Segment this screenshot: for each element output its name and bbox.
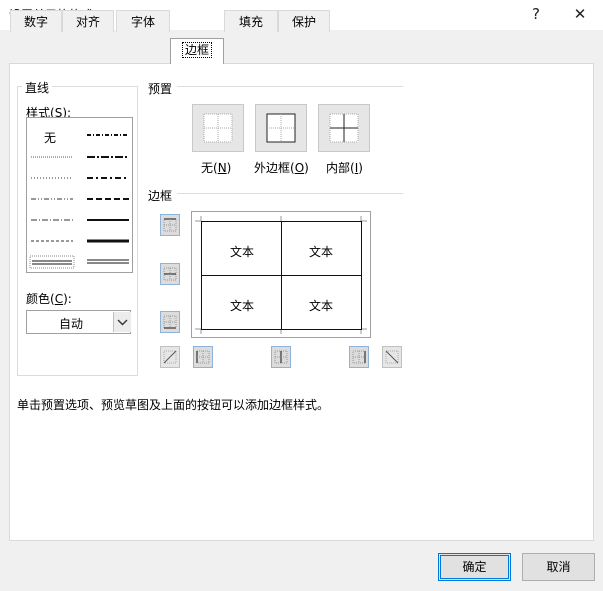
border-top-icon [163, 218, 177, 232]
preview-cell-text: 文本 [230, 245, 255, 259]
tab-protection[interactable]: 保护 [278, 10, 330, 32]
line-style-none[interactable]: 无 [44, 131, 57, 145]
tab-border[interactable]: 边框 [170, 38, 224, 64]
border-diagonal-up-button[interactable] [160, 346, 180, 368]
preset-none-button[interactable] [192, 104, 244, 152]
border-diagonal-down-button[interactable] [382, 346, 402, 368]
tab-alignment[interactable]: 对齐 [62, 10, 114, 32]
border-bottom-icon [163, 315, 177, 329]
tab-label: 对齐 [75, 15, 100, 29]
border-inside-horizontal-button[interactable] [160, 263, 180, 285]
presets-title: 预置 [148, 82, 173, 96]
preset-inside-icon [329, 113, 359, 143]
preview-cell-text: 文本 [230, 299, 255, 313]
tab-label: 边框 [181, 42, 213, 58]
border-bottom-button[interactable] [160, 311, 180, 333]
preset-inside-label: 内部(I) [326, 161, 363, 175]
tab-label: 数字 [23, 15, 48, 29]
ok-button[interactable]: 确定 [438, 553, 511, 581]
tab-fill[interactable]: 填充 [224, 10, 278, 32]
tab-label: 保护 [291, 15, 316, 29]
style-label: 样式(S): [26, 106, 72, 120]
border-left-button[interactable] [193, 346, 213, 368]
line-style-list[interactable]: 无 [26, 117, 133, 273]
ok-button-label: 确定 [462, 560, 487, 574]
preset-outline-icon [266, 113, 296, 143]
preset-inside-button[interactable] [318, 104, 370, 152]
tab-label: 字体 [130, 15, 155, 29]
tab-number[interactable]: 数字 [10, 10, 62, 32]
cancel-button[interactable]: 取消 [522, 553, 595, 581]
border-inside-vertical-icon [274, 350, 288, 364]
preview-cell-text: 文本 [309, 299, 334, 313]
tab-label: 填充 [238, 15, 263, 29]
preset-none-icon [203, 113, 233, 143]
border-top-button[interactable] [160, 214, 180, 236]
line-group [17, 86, 138, 376]
hint-text: 单击预置选项、预览草图及上面的按钮可以添加边框样式。 [17, 398, 330, 412]
border-divider [177, 193, 403, 194]
line-group-title: 直线 [22, 79, 53, 96]
line-style-swatches[interactable] [27, 118, 134, 274]
help-button[interactable]: ? [532, 5, 540, 23]
border-right-icon [352, 350, 366, 364]
color-select-value: 自动 [59, 317, 84, 331]
tab-font[interactable]: 字体 [116, 10, 170, 32]
close-button[interactable]: ✕ [573, 5, 587, 23]
preview-cell-text: 文本 [309, 245, 334, 259]
presets-divider [177, 86, 403, 87]
border-preview[interactable]: 文本 文本 文本 文本 [191, 211, 371, 338]
border-inside-horizontal-icon [163, 267, 177, 281]
color-select[interactable]: 自动 [26, 310, 131, 334]
preset-outline-label: 外边框(O) [254, 161, 309, 175]
preview-grid [195, 216, 367, 334]
diagonal-down-icon [385, 350, 399, 364]
border-inside-vertical-button[interactable] [271, 346, 291, 368]
dropdown-button[interactable] [113, 312, 131, 332]
border-title: 边框 [148, 189, 173, 203]
preset-none-label: 无(N) [201, 161, 232, 175]
preset-outline-button[interactable] [255, 104, 307, 152]
border-right-button[interactable] [349, 346, 369, 368]
color-label: 颜色(C): [26, 292, 72, 306]
chevron-down-icon [117, 319, 128, 326]
cancel-button-label: 取消 [546, 560, 571, 574]
border-left-icon [196, 350, 210, 364]
diagonal-up-icon [163, 350, 177, 364]
